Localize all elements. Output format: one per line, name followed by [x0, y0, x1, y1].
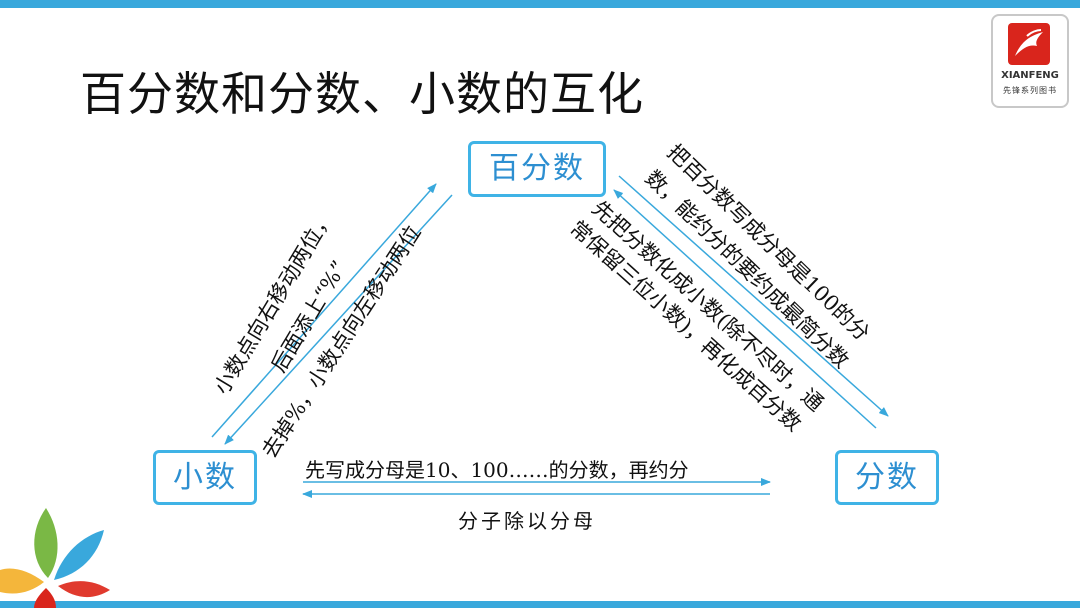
bottom-accent-bar	[0, 601, 1080, 608]
arrow-decimal-to-percent	[211, 183, 437, 438]
publisher-logo: XIANFENG 先锋系列图书	[991, 14, 1069, 108]
arrow-percent-to-fraction	[618, 175, 889, 417]
arrow-fraction-to-percent	[613, 189, 877, 429]
label-dec-to-frac: 先写成分母是10、100……的分数，再约分	[305, 458, 689, 482]
logo-brand-cn: 先锋系列图书	[1003, 86, 1057, 95]
flag-logo-icon	[1008, 23, 1050, 65]
label-frac-to-dec: 分子除以分母	[458, 509, 596, 533]
node-percent: 百分数	[468, 141, 606, 197]
slide-title: 百分数和分数、小数的互化	[80, 67, 644, 121]
logo-brand-en: XIANFENG	[1001, 70, 1059, 81]
node-fraction: 分数	[835, 450, 939, 505]
node-decimal: 小数	[153, 450, 257, 505]
arrow-percent-to-decimal	[224, 194, 453, 445]
leaf-decoration-icon	[0, 508, 110, 608]
top-accent-bar	[0, 0, 1080, 8]
